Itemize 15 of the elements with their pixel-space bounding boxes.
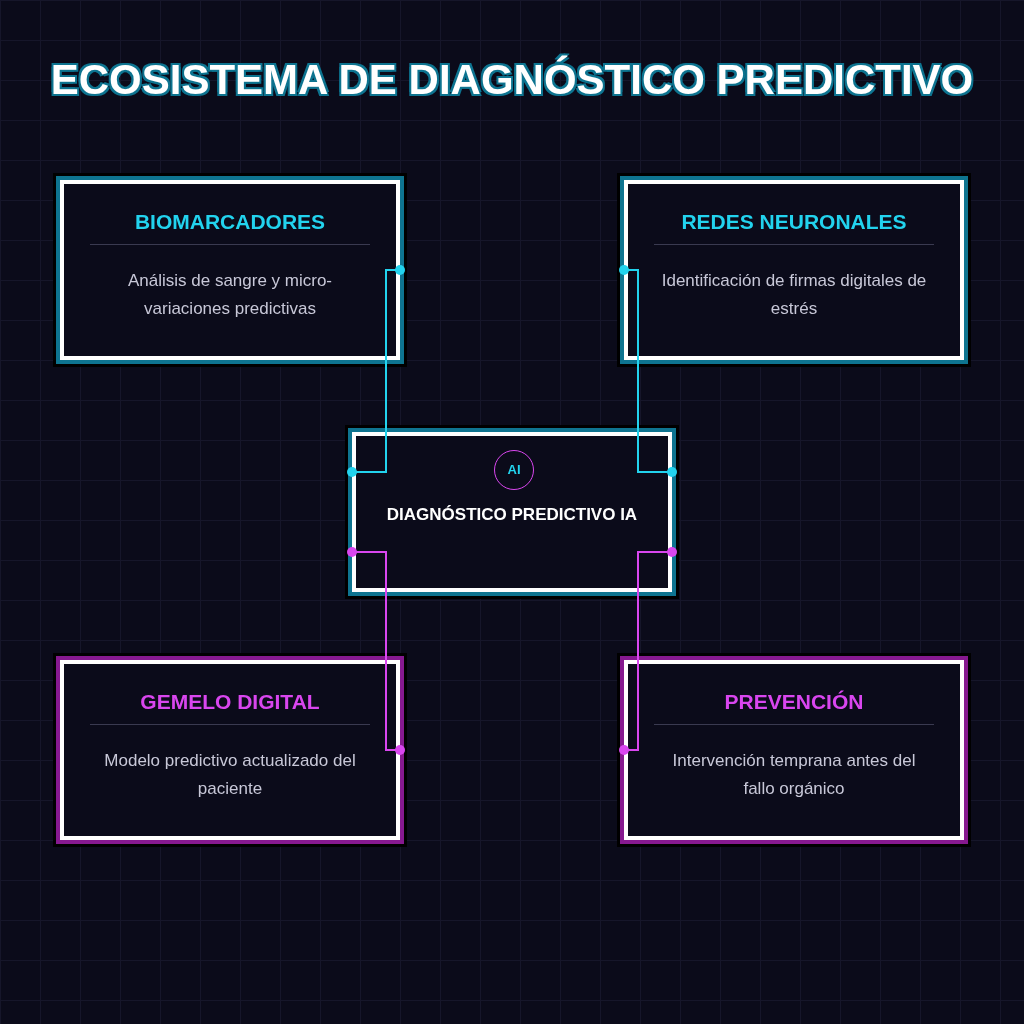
card-description: Modelo predictivo actualizado del paciente [103, 749, 357, 800]
card-description: Identificación de firmas digitales de estrés [660, 269, 928, 320]
card-heading: BIOMARCADORES [134, 209, 326, 235]
card-description: Intervención temprana antes del fallo orgánico [671, 749, 917, 800]
card-heading: REDES NEURONALES [681, 209, 907, 235]
card-description: Análisis de sangre y micro-variaciones predictivas [126, 269, 334, 320]
connector-line [347, 547, 405, 755]
connector-line [619, 265, 677, 477]
diagram-title: ECOSISTEMA DE DIAGNÓSTICO PREDICTIVO [50, 54, 974, 105]
ai-badge-label: AI [507, 461, 521, 480]
connector-line [347, 265, 405, 477]
connector-line [619, 547, 677, 755]
card-heading: GEMELO DIGITAL [140, 689, 320, 715]
center-title: DIAGNÓSTICO PREDICTIVO IA [386, 504, 638, 526]
card-heading: PREVENCIÓN [724, 689, 864, 715]
